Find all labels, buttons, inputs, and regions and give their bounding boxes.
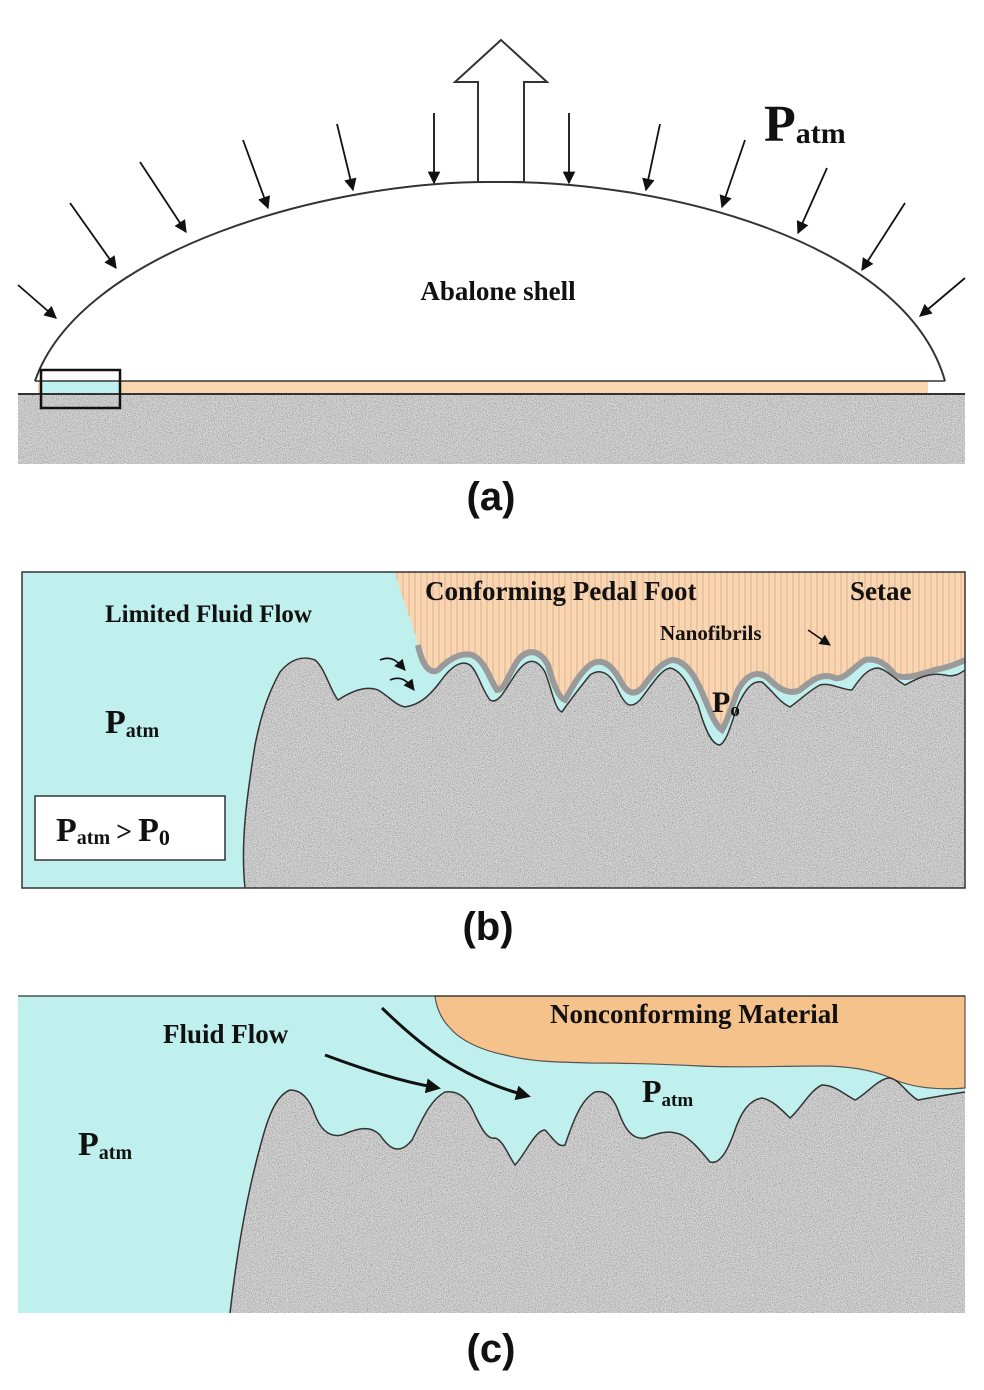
pressure-arrow [242,139,271,210]
p-atm-left-label: Patm [78,1126,132,1164]
pressure-arrow [719,139,746,209]
zoom-region-box [39,368,122,410]
nonconforming-material-label: Nonconforming Material [550,999,839,1029]
flow-arrow [324,1053,441,1094]
pressure-arrow [796,167,828,235]
pressure-atm-label: Patm [764,96,846,153]
rock-outline [229,1077,966,1314]
fluid-flow-label: Fluid Flow [163,1019,289,1049]
pressure-inequality-box [34,795,226,861]
panel-c: Nonconforming Material Fluid Flow Patm P… [18,995,966,1371]
rock-outline [242,657,966,889]
pressure-arrow [17,284,57,319]
fluid-flow-arrows [324,1006,531,1101]
conforming-pedal-foot-label: Conforming Pedal Foot [425,576,696,606]
panel-a-caption: (a) [467,475,516,519]
panel-c-caption: (c) [467,1327,516,1371]
panel-a: Patm Abalone shell (a) [17,38,966,519]
pedal-foot-layer [38,381,928,393]
abalone-shell-label: Abalone shell [420,276,576,306]
pressure-arrow [919,277,966,317]
pressure-arrow [139,161,187,234]
nanofibrils-pointer-arrow [807,629,831,646]
upward-force-arrow [452,38,550,183]
p-atm-label: Patm [105,704,159,742]
p-atm-gap-label: Patm [642,1073,693,1111]
panel-b-caption: (b) [462,905,513,949]
setae-label: Setae [850,576,911,606]
nanofibril-layer [415,644,967,735]
pressure-arrows [17,113,966,319]
pressure-arrow [642,123,661,192]
nanofibrils-label: Nanofibrils [660,621,762,645]
flow-arrow [389,677,415,691]
flow-arrow [379,657,406,671]
fluid-edge-layer [40,381,120,393]
pressure-arrow [69,202,117,270]
pressure-inequality: Patm>P0 [56,812,170,850]
p0-label: Po [712,686,740,721]
panel-b-border [21,571,966,889]
limited-fluid-flow-label: Limited Fluid Flow [105,601,312,628]
panel-b: Limited Fluid Flow Conforming Pedal Foot… [21,571,967,949]
pressure-arrow [336,123,357,192]
rock-surface-texture [243,658,965,888]
limited-flow-arrows [379,657,415,691]
flow-arrow [380,1006,531,1101]
ground-rock-texture [18,394,965,464]
conforming-pedal-foot [395,572,965,730]
pressure-arrow [861,202,906,272]
